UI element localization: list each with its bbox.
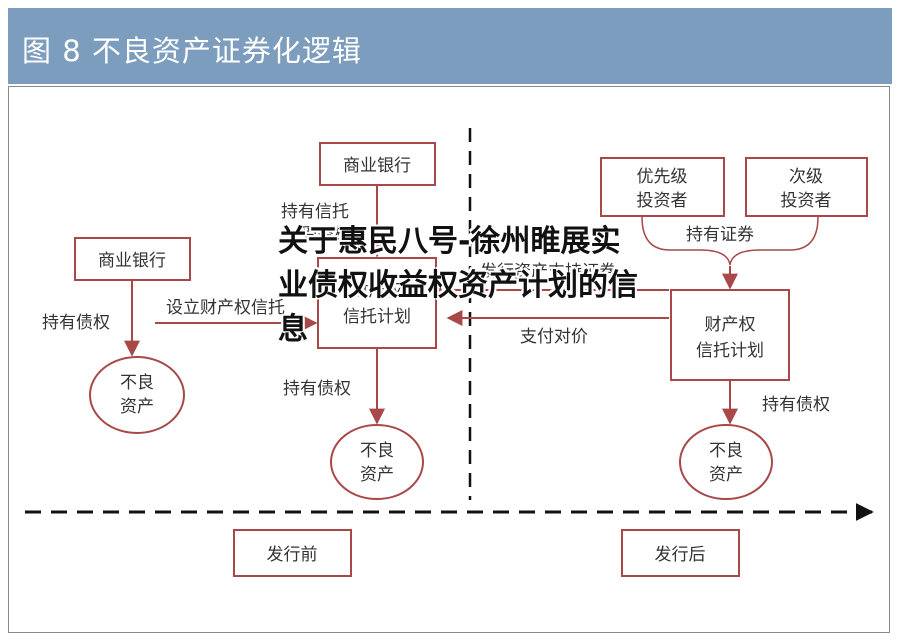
- junior-investor-box: [745, 157, 868, 217]
- senior-line2: 投资者: [637, 191, 688, 211]
- trust-right-line1: 财产权: [705, 315, 756, 335]
- label-hold-debt-left: 持有债权: [42, 313, 110, 333]
- bank-top-label: 商业银行: [343, 156, 411, 176]
- label-pay: 支付对价: [520, 327, 588, 347]
- after-label: 发行后: [655, 545, 706, 565]
- label-hold-securities: 持有证券: [686, 225, 754, 245]
- junior-line2: 投资者: [781, 191, 832, 211]
- npa-right-line1: 不良: [709, 441, 743, 461]
- senior-investor-box: [600, 157, 725, 217]
- npa-left-line1: 不良: [120, 373, 154, 393]
- trust-plan-line1: 财产权: [352, 281, 403, 301]
- label-hold-trust-2: 受益权: [300, 225, 351, 245]
- label-hold-debt-right: 持有债权: [762, 395, 830, 415]
- npa-mid-line1: 不良: [360, 441, 394, 461]
- npa-right-line2: 资产: [709, 465, 743, 485]
- figure-header: 图 8 不良资产证券化逻辑: [8, 8, 892, 84]
- figure-title: 图 8 不良资产证券化逻辑: [22, 34, 362, 68]
- label-hold-trust-1: 持有信托: [281, 202, 349, 222]
- npa-left-circle: [89, 356, 185, 434]
- npa-mid-line2: 资产: [360, 465, 394, 485]
- bank-left-box: [74, 237, 191, 281]
- after-box: [621, 529, 740, 577]
- label-issue-abs: 发行资产支持证券: [480, 262, 616, 282]
- bank-left-label: 商业银行: [98, 251, 166, 271]
- npa-right-circle: [679, 424, 773, 500]
- junior-line1: 次级: [789, 167, 823, 187]
- investor-brace: [641, 216, 819, 266]
- bank-top-box: [319, 142, 436, 186]
- trust-plan-line2: 信托计划: [343, 307, 411, 327]
- trust-plan-box: [317, 257, 437, 349]
- label-setup-trust: 设立财产权信托: [166, 298, 285, 318]
- trust-right-box: [670, 289, 790, 381]
- npa-left-line2: 资产: [120, 397, 154, 417]
- before-label: 发行前: [267, 545, 318, 565]
- trust-right-line2: 信托计划: [696, 341, 764, 361]
- senior-line1: 优先级: [637, 167, 688, 187]
- npa-mid-circle: [330, 424, 424, 500]
- label-hold-debt-mid: 持有债权: [283, 379, 351, 399]
- overlay-title: 关于惠民八号-徐州睢展实业债权收益权资产计划的信息: [278, 224, 638, 347]
- before-box: [233, 529, 352, 577]
- diagram-frame: [8, 86, 890, 633]
